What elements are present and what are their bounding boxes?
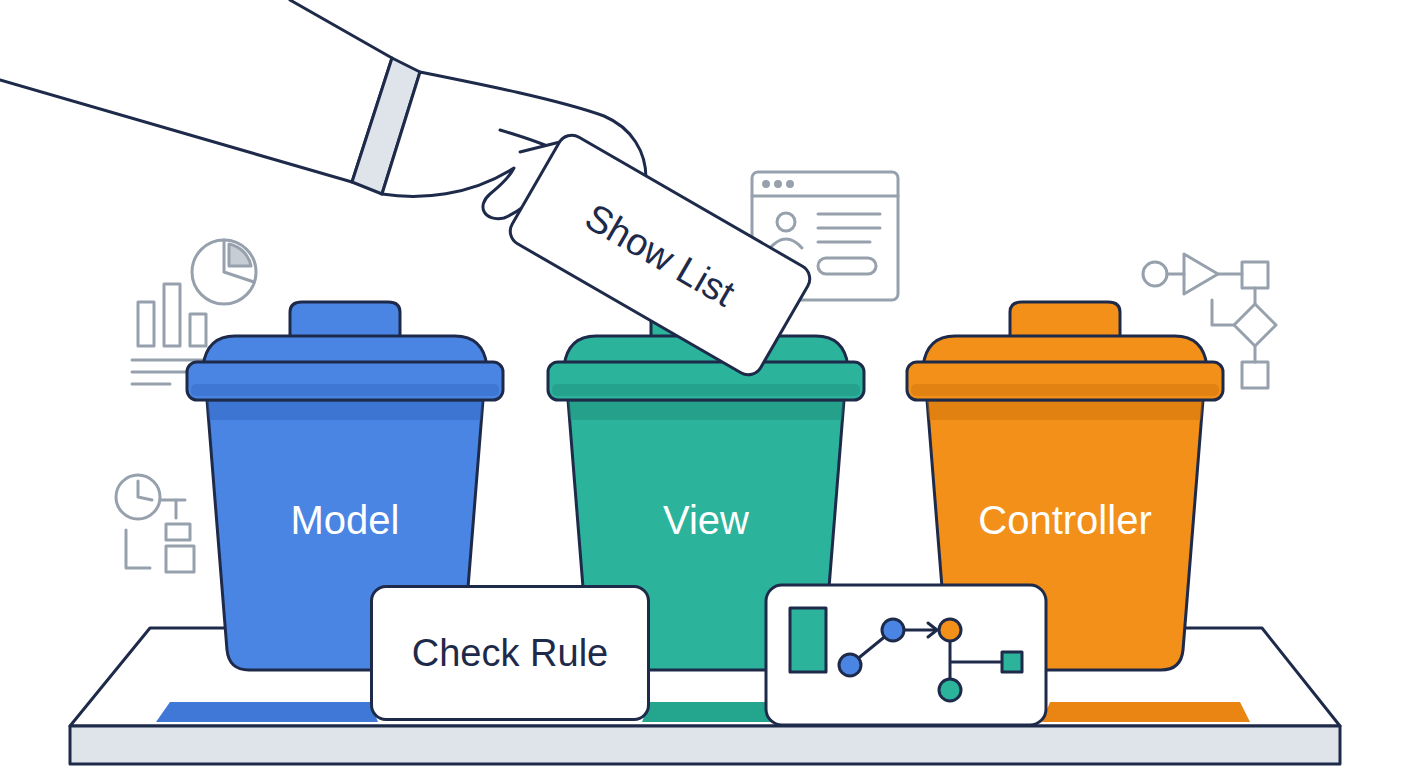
bin-shape-part	[1010, 302, 1120, 340]
flowchart-card	[766, 585, 1046, 725]
bin-shape-part	[911, 384, 1219, 396]
flowchart-card-part	[882, 619, 904, 641]
clock-icon-part	[166, 546, 194, 572]
bar-chart-icon-part	[132, 371, 190, 374]
flowchart-card-part	[939, 619, 961, 641]
flowchart-icon-part	[1167, 273, 1184, 276]
bin-shape-part	[568, 400, 844, 420]
clock-icon-part	[126, 530, 150, 568]
flowchart-card-part	[939, 679, 961, 701]
web-page-icon-part	[788, 182, 793, 187]
bar-chart-icon-part	[164, 284, 180, 346]
clock-icon	[116, 475, 194, 572]
controller-bin: Controller	[905, 300, 1225, 672]
bin-label: Model	[291, 496, 400, 544]
bin-shape-part	[187, 362, 503, 400]
flowchart-card-part	[928, 623, 937, 637]
bin-shape-part	[651, 302, 761, 340]
flowchart-icon-part	[1184, 254, 1218, 294]
bin-shape-part	[927, 400, 1203, 670]
web-page-icon-part	[818, 258, 876, 274]
web-page-icon-part	[777, 213, 795, 231]
bin-shape-part	[191, 384, 499, 396]
clock-icon-part	[116, 475, 160, 519]
bin-shape-part	[290, 302, 400, 340]
flowchart-icon-part	[1212, 300, 1234, 325]
bin-shape-part	[548, 362, 864, 400]
hand-part	[0, 0, 392, 182]
bin-shape-part	[207, 400, 483, 420]
bin-label: View	[663, 496, 749, 544]
web-page-icon-part	[764, 182, 769, 187]
clock-icon-part	[175, 500, 178, 518]
bar-chart-icon-part	[192, 240, 256, 304]
flowchart-card-part	[839, 654, 861, 676]
web-page-icon-part	[776, 182, 781, 187]
flowchart-card-part	[893, 629, 935, 632]
flowchart-card-part	[850, 630, 893, 665]
flowchart-icon-part	[1254, 346, 1257, 362]
flowchart-icon-part	[1242, 362, 1268, 388]
flowchart-icon-part	[1143, 262, 1167, 286]
bar-chart-icon-part	[229, 244, 251, 266]
flowchart-icon-part	[1234, 304, 1276, 346]
flowchart-card-part	[950, 642, 1002, 680]
clock-icon-part	[166, 524, 190, 540]
flowchart-card-part	[790, 608, 826, 672]
web-page-icon-part	[818, 241, 870, 244]
bin-shape-part	[907, 362, 1223, 400]
web-page-icon-part	[818, 227, 880, 230]
clock-icon-part	[160, 499, 185, 502]
bin-shape-part	[552, 384, 860, 396]
shelf-part	[70, 726, 1340, 764]
bin-label: Controller	[978, 496, 1151, 544]
bin-base	[156, 702, 1250, 722]
bar-chart-icon-part	[190, 314, 206, 346]
flowchart-icon-part	[1218, 273, 1242, 276]
bin-shape	[905, 300, 1225, 672]
flowchart-card-part	[766, 585, 1046, 725]
bin-base-part	[642, 702, 868, 722]
web-page-icon-part	[818, 213, 880, 216]
bar-chart-icon-part	[132, 383, 170, 386]
note-card: Check Rule	[370, 585, 650, 721]
card-label: Show List	[578, 195, 743, 315]
bin-base-part	[156, 702, 378, 722]
bar-chart-icon-part	[138, 302, 154, 346]
clock-icon-part	[138, 481, 152, 500]
flowchart-icon-part	[1242, 262, 1268, 288]
flowchart-card-part	[1002, 652, 1022, 672]
bin-base-part	[1042, 702, 1250, 722]
flowchart-icon-part	[1254, 288, 1257, 304]
bar-chart-icon-part	[224, 240, 254, 282]
web-page-icon-part	[770, 239, 802, 248]
web-page-icon-part	[752, 195, 898, 198]
card-label: Check Rule	[412, 631, 608, 675]
bin-shape-part	[927, 400, 1203, 420]
